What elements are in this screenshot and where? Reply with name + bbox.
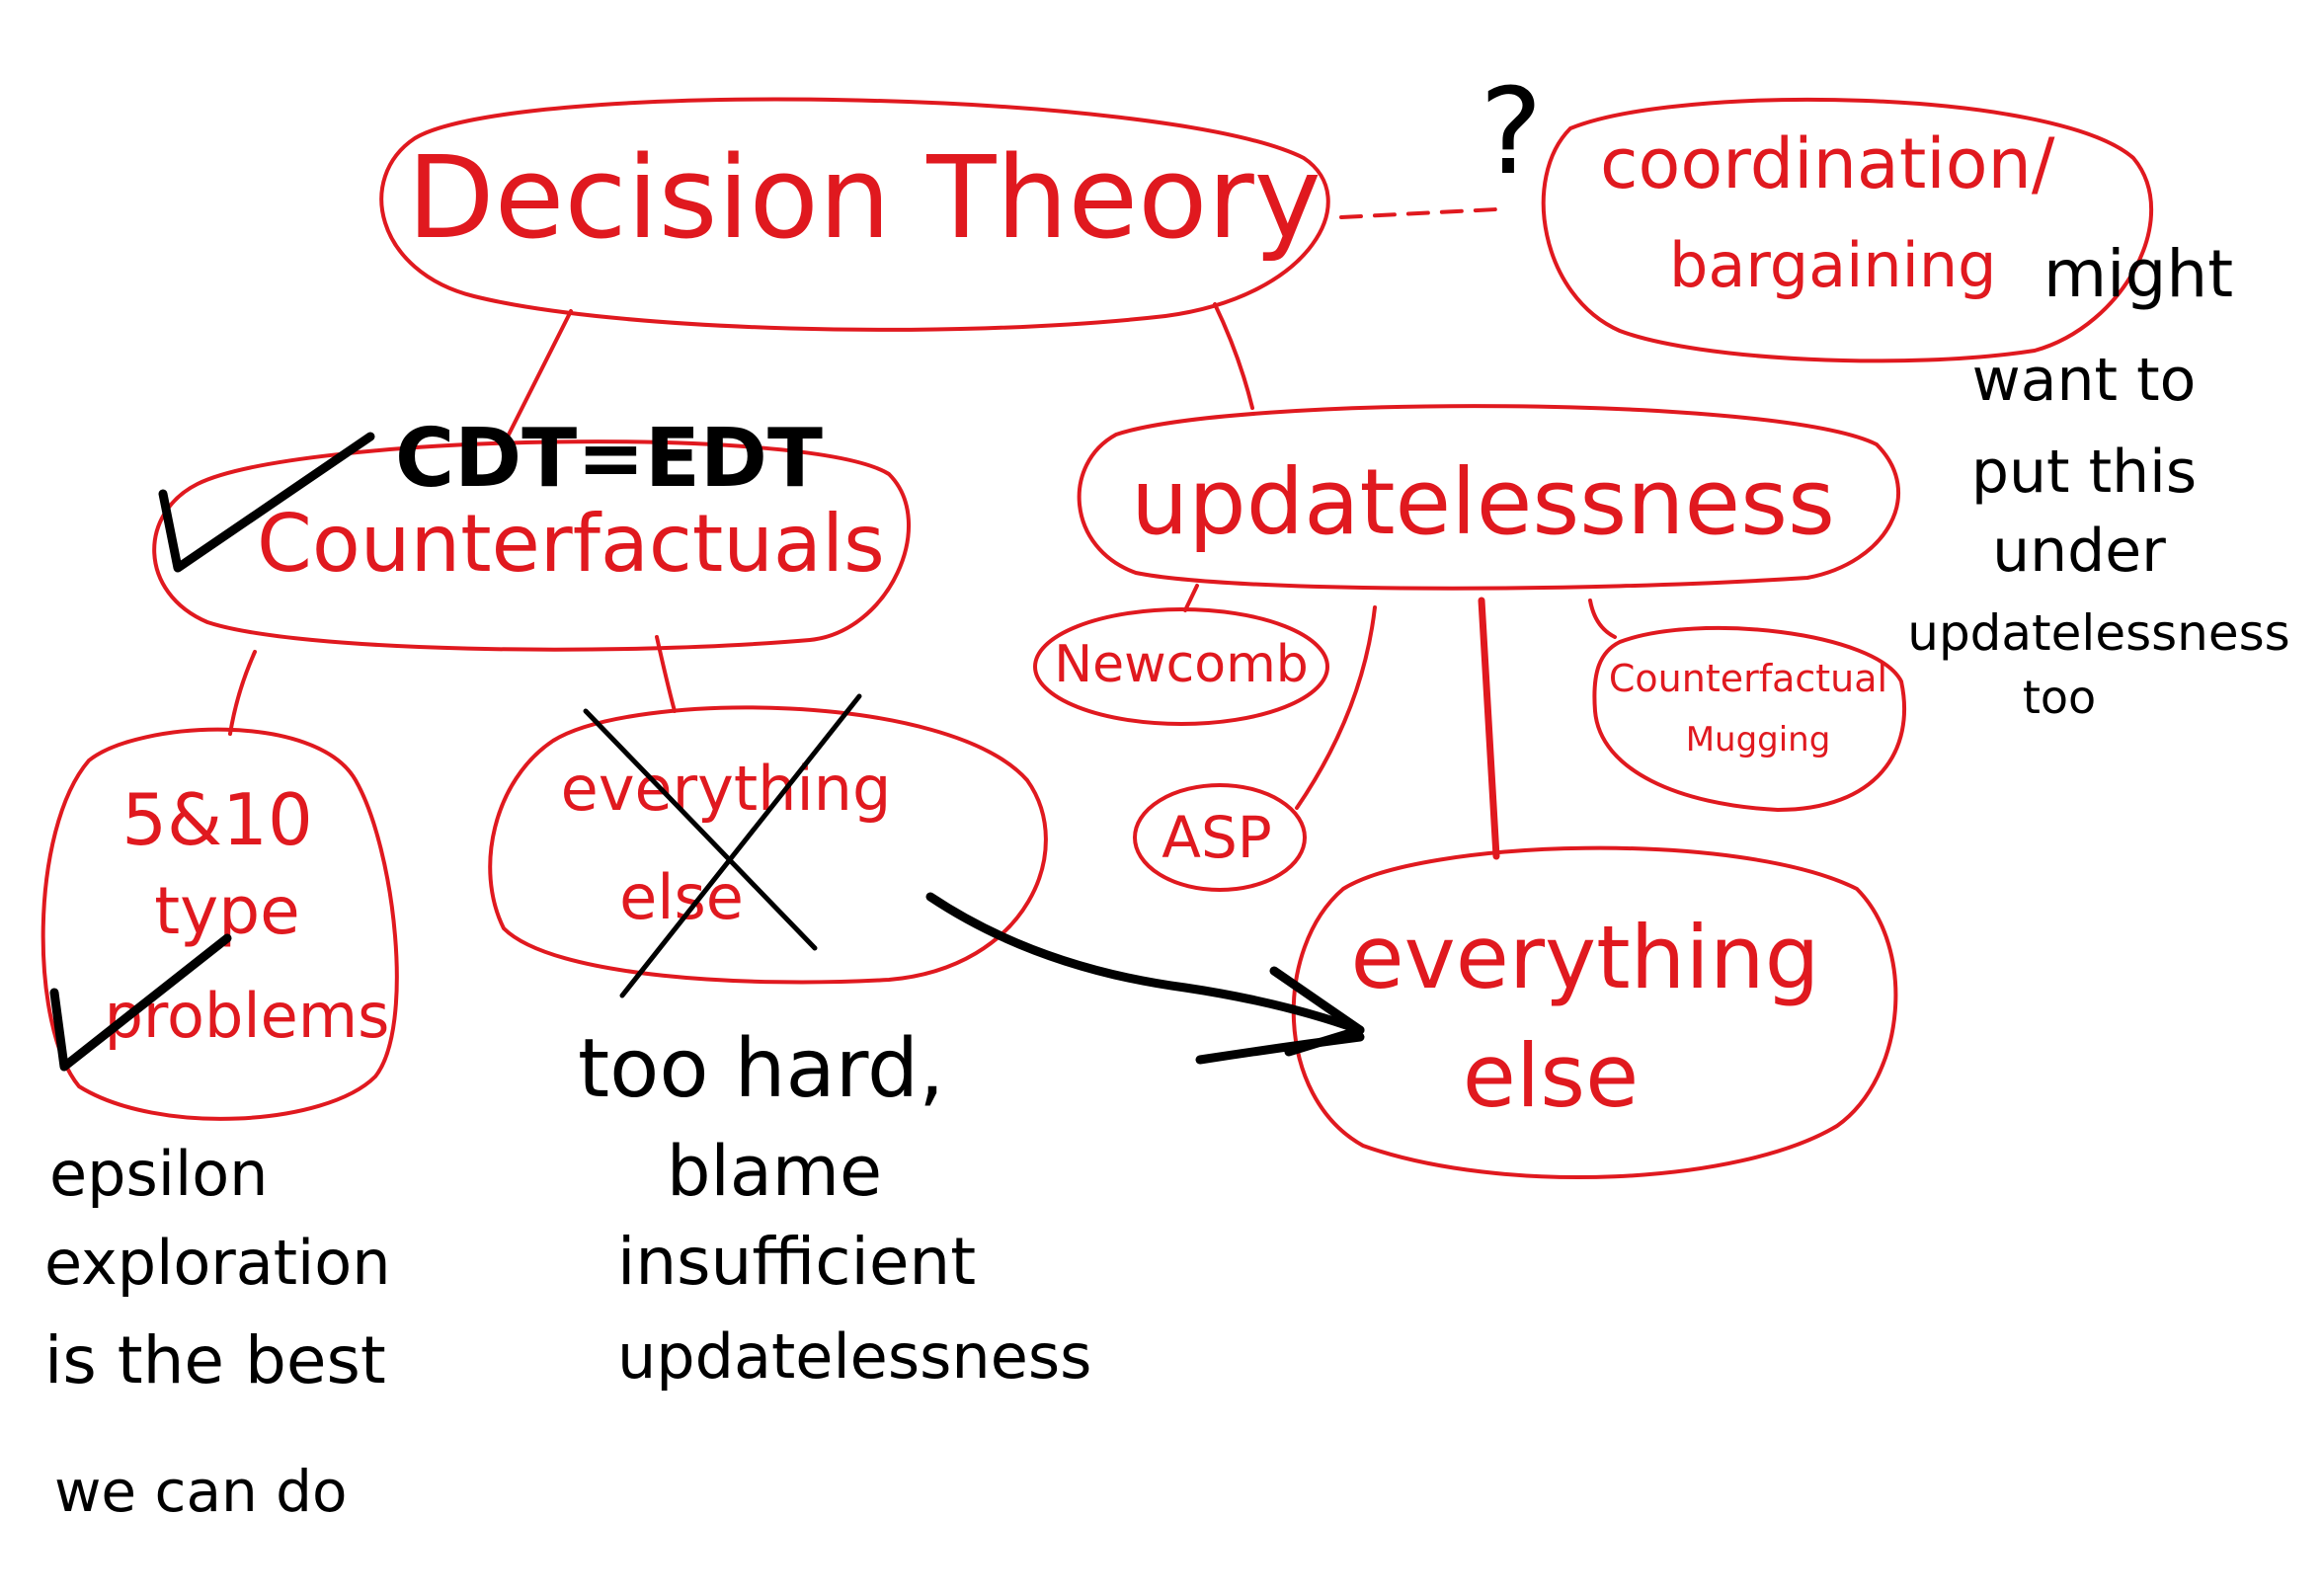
node-label: everything xyxy=(1351,907,1820,1008)
note-line: put this xyxy=(1971,438,2197,507)
node-label: Mugging xyxy=(1686,720,1831,759)
annotation-everything-else-note: too hard, blame insufficient updatelessn… xyxy=(578,1022,1091,1393)
edge-updatelessness-asp xyxy=(1295,605,1377,810)
edge-counterfactuals-everything-else xyxy=(655,635,677,713)
node-asp: ASP xyxy=(1133,783,1307,892)
edge-updatelessness-mugging xyxy=(1588,598,1617,639)
node-label: else xyxy=(1463,1025,1640,1127)
note-line: might xyxy=(2043,236,2233,312)
annotation-coordination-note: might want to put this under updatelessn… xyxy=(1907,236,2289,724)
cdt-equals-edt-annotation: CDT=EDT xyxy=(395,412,823,506)
node-label: Decision Theory xyxy=(407,132,1322,265)
note-line: we can do xyxy=(54,1458,348,1525)
note-line: exploration xyxy=(44,1227,391,1299)
cross-out-icon xyxy=(583,708,818,951)
note-line: updatelessness xyxy=(617,1320,1091,1393)
note-line: is the best xyxy=(44,1322,386,1398)
arrow-to-everything-else xyxy=(925,892,1365,1065)
question-mark: ? xyxy=(1480,64,1543,201)
edge-dt-updatelessness xyxy=(1213,302,1254,410)
note-line: insufficient xyxy=(617,1224,976,1300)
node-five-ten-problems: 5&10 type problems xyxy=(40,727,399,1121)
node-everything-else-right: everything else xyxy=(1291,845,1898,1180)
node-label: problems xyxy=(105,980,390,1052)
edge-updatelessness-everything-else xyxy=(1478,597,1500,860)
edge-dt-counterfactuals xyxy=(502,309,573,446)
dashed-edge-dt-coordination xyxy=(1339,207,1498,219)
node-label: Counterfactuals xyxy=(257,498,885,590)
arrowhead-icon xyxy=(1269,966,1365,1057)
node-coordination-bargaining: coordination/ bargaining xyxy=(1541,97,2153,363)
note-line: updatelessness xyxy=(1907,604,2289,662)
node-label: everything xyxy=(561,753,892,825)
note-line: too hard, xyxy=(578,1022,944,1116)
checkmark-icon xyxy=(158,432,375,573)
edge-updatelessness-newcomb xyxy=(1183,584,1199,612)
node-everything-else-crossed: everything else xyxy=(488,693,1048,998)
note-line: blame xyxy=(667,1131,882,1212)
node-label: Newcomb xyxy=(1054,635,1309,694)
edges xyxy=(228,207,1617,860)
edge-counterfactuals-five-ten xyxy=(228,650,257,736)
node-decision-theory: Decision Theory xyxy=(379,97,1330,332)
note-line: under xyxy=(1992,517,2166,586)
node-counterfactuals: Counterfactuals CDT=EDT xyxy=(152,412,911,652)
note-line: want to xyxy=(1972,346,2197,415)
annotation-five-ten-note: epsilon exploration is the best we can d… xyxy=(44,1138,391,1525)
node-counterfactual-mugging: Counterfactual Mugging xyxy=(1592,625,1907,813)
node-label: bargaining xyxy=(1669,229,1997,301)
node-newcomb: Newcomb xyxy=(1033,607,1329,726)
node-label: 5&10 xyxy=(121,778,313,861)
node-label: ASP xyxy=(1162,804,1271,871)
cross-out-icon xyxy=(619,693,862,998)
node-label: updatelessness xyxy=(1131,449,1835,555)
checkmark-icon xyxy=(49,933,232,1072)
note-line: epsilon xyxy=(49,1138,268,1210)
node-label: Counterfactual xyxy=(1609,657,1887,700)
node-label: coordination/ xyxy=(1600,123,2055,204)
note-line: too xyxy=(2023,671,2096,724)
node-updatelessness: updatelessness xyxy=(1077,404,1901,591)
